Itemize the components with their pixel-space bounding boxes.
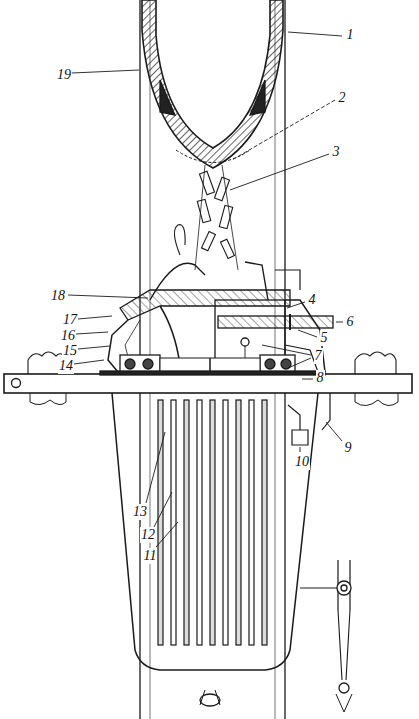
brake-disc (184, 400, 189, 645)
callout-number: 13 (132, 504, 148, 520)
brake-disc (197, 400, 202, 645)
brake-disc (158, 400, 163, 645)
brake-disc (171, 400, 176, 645)
callout-number: 19 (56, 67, 72, 83)
bead (160, 80, 265, 115)
callout-number: 12 (140, 527, 156, 543)
callout-number: 4 (308, 292, 317, 308)
brake-disc (236, 400, 241, 645)
callout-number: 3 (332, 144, 341, 160)
callout-number: 11 (143, 548, 158, 564)
callout-number: 7 (314, 348, 323, 364)
callout-number: 15 (62, 343, 78, 359)
bearing (120, 355, 160, 373)
callout-number: 18 (50, 288, 66, 304)
callout-number: 8 (316, 370, 325, 386)
callout-number: 6 (346, 314, 355, 330)
callout-number: 9 (344, 440, 353, 456)
callout-number: 16 (60, 328, 76, 344)
bolt (218, 316, 333, 328)
valve-fitting (288, 405, 308, 445)
callout-number: 10 (294, 454, 310, 470)
brake-lever (322, 393, 350, 610)
callout-number: 17 (62, 312, 78, 328)
brake-disc (210, 400, 215, 645)
callout-number: 14 (58, 358, 74, 374)
leader-lines (68, 32, 343, 547)
callout-number: 2 (338, 90, 347, 106)
callout-number: 1 (346, 27, 355, 43)
brake-cone (112, 393, 318, 670)
torque-plate (355, 352, 396, 374)
bearing (260, 355, 295, 373)
brake-housing (215, 300, 285, 360)
axle (4, 374, 412, 393)
callout-number: 5 (320, 330, 329, 346)
brake-disc (249, 400, 254, 645)
brake-disc (262, 400, 267, 645)
brake-disc (223, 400, 228, 645)
